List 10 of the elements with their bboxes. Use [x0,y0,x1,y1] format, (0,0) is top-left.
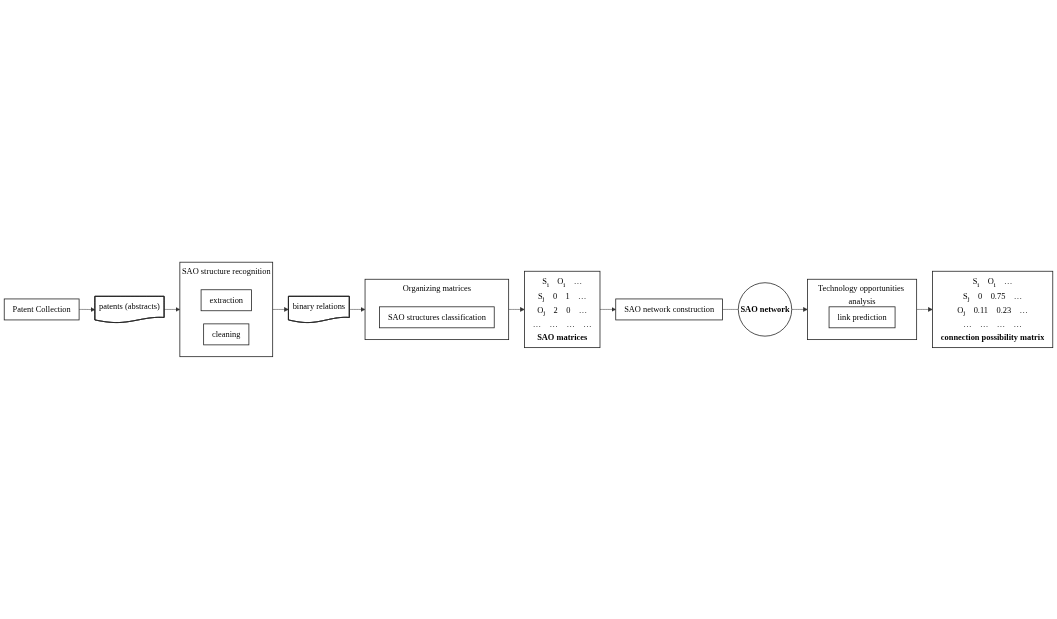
node-box: Patent Collection [3,298,80,321]
node-box: extraction [200,289,252,312]
node-box: SAO network construction [615,298,723,321]
node-circle: SAO network [737,282,793,337]
node-box: S$_{i}$ O$_{i}$ … S$_{j}$ 0 0.75 … O$_{j}$ 0.11 0.23 … … … … … connection possibility matrix [932,270,1054,349]
connector [722,309,739,310]
node-box: S$_{i}$ O$_{i}$ … S$_{j}$ 0 1 … O$_{j}$ 2 0 … … … … … SAO matrices [524,270,601,349]
node-box: cleaning [203,323,250,346]
node-box: SAO structures classification [379,306,495,329]
node-box: link prediction [828,306,896,329]
